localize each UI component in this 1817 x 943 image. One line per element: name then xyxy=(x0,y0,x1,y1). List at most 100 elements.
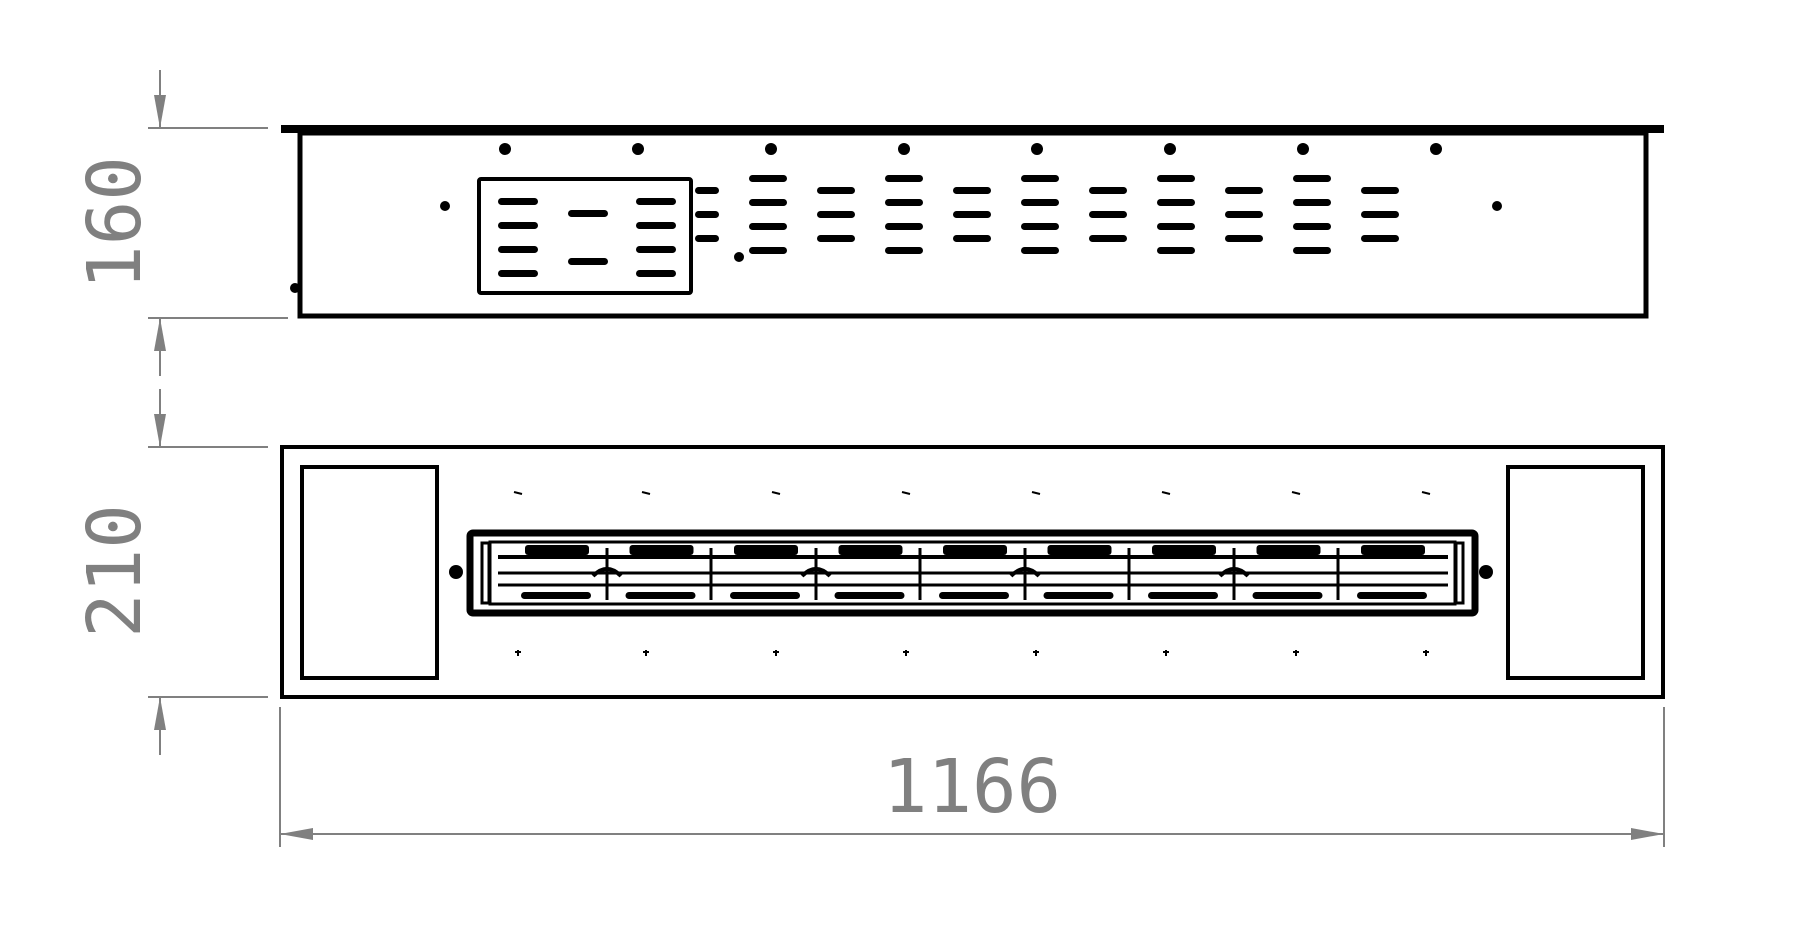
vent-slot xyxy=(749,199,787,206)
burner-slots xyxy=(521,545,1427,599)
dim-1166-arrowhead-left xyxy=(280,828,313,840)
side-view-screw-holes xyxy=(499,143,1442,155)
burner-slot-lower xyxy=(1252,592,1323,599)
burner-slot xyxy=(1047,545,1112,555)
top-view-outer-frame xyxy=(280,445,1665,699)
vent-slot xyxy=(885,199,923,206)
mark xyxy=(1291,491,1301,495)
side-view-control-panel xyxy=(477,177,693,295)
panel-slot xyxy=(498,198,538,205)
mark xyxy=(515,650,521,656)
vent-slot xyxy=(1021,247,1059,254)
panel-slot xyxy=(498,246,538,253)
vent-slot xyxy=(749,175,787,182)
screw-hole xyxy=(1164,143,1176,155)
burner-slot xyxy=(525,545,589,555)
vent-slot xyxy=(695,187,719,194)
vent-slot xyxy=(749,247,787,254)
panel-slot xyxy=(568,258,608,265)
side-view-body xyxy=(297,130,1649,319)
vent-slot xyxy=(1293,223,1331,230)
vent-slot xyxy=(1225,235,1263,242)
vent-slot xyxy=(1225,187,1263,194)
burner-slot xyxy=(629,545,694,555)
mark xyxy=(1031,491,1041,495)
burner-clip xyxy=(1218,567,1250,578)
vent-slot xyxy=(885,223,923,230)
side-view xyxy=(281,125,1664,319)
panel-slot xyxy=(636,198,676,205)
burner-slot xyxy=(1361,545,1425,555)
panel-vent-slots xyxy=(498,198,676,277)
vent-slot xyxy=(953,187,991,194)
vent-slot xyxy=(1157,199,1195,206)
burner-slot xyxy=(1152,545,1216,555)
vent-slot xyxy=(1293,247,1331,254)
vent-slot xyxy=(953,211,991,218)
vent-slot xyxy=(1293,175,1331,182)
panel-slot xyxy=(498,222,538,229)
screw-hole xyxy=(499,143,511,155)
burner-slot-lower xyxy=(521,592,591,599)
vent-slot xyxy=(1157,175,1195,182)
burner-outer-frame xyxy=(466,529,1479,617)
vent-slot xyxy=(1361,211,1399,218)
mark xyxy=(773,650,779,656)
vent-slot xyxy=(817,211,855,218)
vent-slot xyxy=(1157,247,1195,254)
mark xyxy=(1163,650,1169,656)
top-view-right-cover xyxy=(1506,465,1645,680)
dim-210-arrowhead-top xyxy=(154,414,166,447)
panel-slot xyxy=(636,270,676,277)
burner-clip xyxy=(1009,567,1041,578)
screw-hole xyxy=(1297,143,1309,155)
burner-slot xyxy=(838,545,903,555)
dimension-lines xyxy=(148,70,1665,847)
vent-slot xyxy=(817,235,855,242)
screw-hole xyxy=(1031,143,1043,155)
dim-1166-label: 1166 xyxy=(883,744,1061,830)
panel-slot xyxy=(636,246,676,253)
vent-slot xyxy=(885,247,923,254)
burner-posts xyxy=(591,548,1340,600)
vent-slot xyxy=(1021,175,1059,182)
vent-slot xyxy=(1361,235,1399,242)
side-view-small-screw xyxy=(1492,201,1502,211)
mark xyxy=(771,491,781,495)
mark xyxy=(1033,650,1039,656)
panel-slot xyxy=(636,222,676,229)
top-view-left-cover xyxy=(300,465,439,680)
burner-slot xyxy=(734,545,798,555)
burner-slot-lower xyxy=(730,592,800,599)
burner-right-screw xyxy=(1479,565,1493,579)
side-view-vent-slots xyxy=(695,175,1399,254)
vent-slot xyxy=(1021,199,1059,206)
screw-hole xyxy=(898,143,910,155)
mark xyxy=(1293,650,1299,656)
vent-slot xyxy=(1089,235,1127,242)
mark xyxy=(1161,491,1171,495)
vent-slot xyxy=(695,235,719,242)
dim-210-label: 210 xyxy=(72,504,158,638)
vent-slot xyxy=(953,235,991,242)
burner-left-end-bar xyxy=(480,541,491,605)
vent-slot xyxy=(885,175,923,182)
burner-slot xyxy=(1256,545,1321,555)
burner-slot xyxy=(943,545,1007,555)
dim-160-arrowhead-bottom xyxy=(154,318,166,351)
vent-slot xyxy=(1225,211,1263,218)
vent-slot xyxy=(749,223,787,230)
burner-slot-lower xyxy=(1357,592,1427,599)
mark xyxy=(643,650,649,656)
burner-clip xyxy=(591,567,623,578)
vent-slot xyxy=(1293,199,1331,206)
panel-slot xyxy=(498,270,538,277)
vent-slot xyxy=(1089,187,1127,194)
screw-hole xyxy=(1430,143,1442,155)
side-view-small-screw xyxy=(734,252,744,262)
vent-slot xyxy=(1089,211,1127,218)
vent-slot xyxy=(1021,223,1059,230)
mark xyxy=(903,650,909,656)
screw-hole xyxy=(765,143,777,155)
burner-left-screw xyxy=(449,565,463,579)
